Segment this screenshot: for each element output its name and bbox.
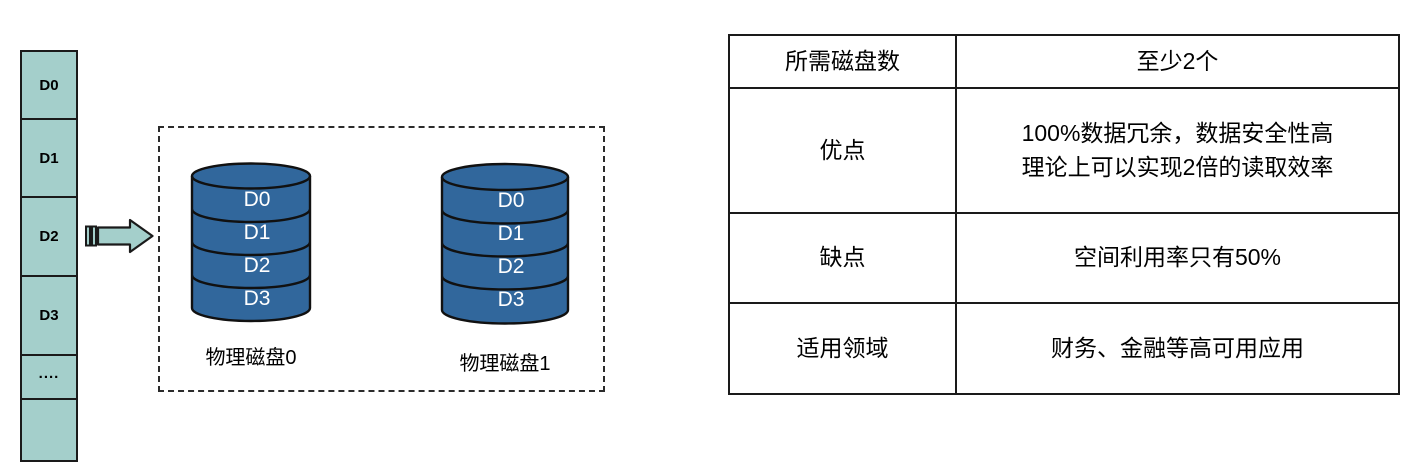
logical-data-stripe: D0 D1 D2 D3 .... (20, 50, 78, 462)
spec-value-line: 至少2个 (1136, 47, 1219, 74)
logical-cell-d2: D2 (22, 198, 76, 277)
physical-disk-0: D0 D1 D2 D3 物理磁盘0 (190, 162, 312, 370)
logical-cell-empty (22, 400, 76, 460)
spec-value-cons: 空间利用率只有50% (955, 212, 1400, 304)
disk1-band-3: D3 (498, 288, 525, 311)
disk0-band-2: D2 (244, 254, 271, 277)
spec-value-line: 空间利用率只有50% (1073, 244, 1282, 271)
spec-key-pros: 优点 (728, 87, 957, 214)
spec-key-disk-count: 所需磁盘数 (728, 34, 957, 89)
table-row: 缺点 空间利用率只有50% (728, 212, 1400, 304)
spec-key-use-cases: 适用领域 (728, 302, 957, 395)
spec-value-line: 理论上可以实现2倍的读取效率 (1021, 153, 1334, 180)
physical-disk-1-label: 物理磁盘1 (459, 353, 551, 375)
disk0-band-0: D0 (244, 188, 271, 211)
disk0-band-3: D3 (244, 287, 271, 310)
disk1-band-2: D2 (498, 255, 525, 278)
logical-cell-d0: D0 (22, 52, 76, 120)
table-row: 优点 100%数据冗余，数据安全性高 理论上可以实现2倍的读取效率 (728, 87, 1400, 214)
disk-cylinder-icon: D0 D1 D2 D3 (190, 162, 312, 323)
logical-cell-d3: D3 (22, 277, 76, 356)
physical-disks-group (158, 126, 605, 392)
spec-value-use-cases: 财务、金融等高可用应用 (955, 302, 1400, 395)
copy-arrow-icon (85, 218, 154, 254)
logical-cell-d1: D1 (22, 120, 76, 198)
spec-value-line: 100%数据冗余，数据安全性高 (1021, 120, 1334, 147)
spec-value-disk-count: 至少2个 (955, 34, 1400, 89)
spec-key-cons: 缺点 (728, 212, 957, 304)
disk1-band-1: D1 (498, 222, 525, 245)
physical-disk-1: D0 D1 D2 D3 物理磁盘1 (440, 162, 570, 376)
spec-value-line: 财务、金融等高可用应用 (1051, 334, 1304, 361)
spec-value-pros: 100%数据冗余，数据安全性高 理论上可以实现2倍的读取效率 (955, 87, 1400, 214)
logical-cell-ellipsis: .... (22, 356, 76, 400)
table-row: 所需磁盘数 至少2个 (728, 34, 1400, 89)
disk1-band-0: D0 (498, 189, 525, 212)
disk-cylinder-icon: D0 D1 D2 D3 (440, 162, 570, 325)
disk0-band-1: D1 (244, 221, 271, 244)
raid-spec-table: 所需磁盘数 至少2个 优点 100%数据冗余，数据安全性高 理论上可以实现2倍的… (728, 34, 1400, 395)
table-row: 适用领域 财务、金融等高可用应用 (728, 302, 1400, 395)
physical-disk-0-label: 物理磁盘0 (205, 347, 297, 369)
